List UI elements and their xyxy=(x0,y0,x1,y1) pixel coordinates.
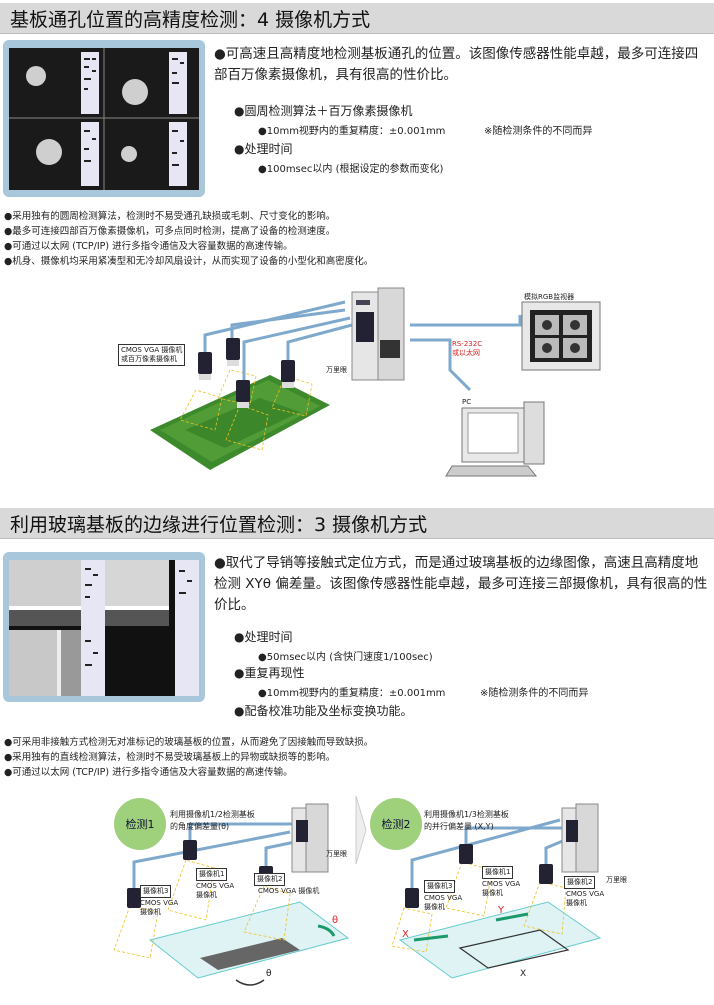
detect2-desc-1: 利用摄像机1/3检测基板 xyxy=(424,810,509,819)
cameras xyxy=(198,338,295,402)
s1-bullet-1: ●采用独有的圆周检测算法，检测时不易受通孔缺损或毛刺、尺寸变化的影响。 xyxy=(4,211,336,222)
hole-3 xyxy=(36,139,62,165)
detect1-cam2-type: CMOS VGA 摄像机 xyxy=(258,887,320,895)
s2-feature-calibration: ●配备校准功能及坐标变换功能。 xyxy=(234,704,413,718)
camera-2 xyxy=(226,338,240,360)
hole-detection-view xyxy=(9,48,199,190)
s1-feature-note: ※随检测条件的不同而异 xyxy=(484,126,593,137)
camera-1 xyxy=(198,352,212,374)
d1-theta-arrow xyxy=(317,924,336,937)
monitor-label: 模拟RGB监视器 xyxy=(524,293,575,301)
hole-4 xyxy=(121,146,137,162)
section2-header: 利用玻璃基板的边缘进行位置检测：3 摄像机方式 xyxy=(0,508,714,539)
detect2-cam2-type-1: CMOS VGA xyxy=(566,890,605,898)
pc-label: PC xyxy=(462,398,472,406)
detect2-controller-label: 万里眼 xyxy=(606,876,627,884)
glass-substrate-1 xyxy=(148,901,350,979)
detect1-cam3-type-2: 摄像机 xyxy=(140,908,161,916)
d2-camera-3 xyxy=(405,888,419,908)
detect1-badge: 检测1 xyxy=(114,798,166,850)
d2-camera-1 xyxy=(459,844,473,864)
s1-feature-time: ●处理时间 xyxy=(234,142,293,156)
section2-title: 利用玻璃基板的边缘进行位置检测：3 摄像机方式 xyxy=(10,514,428,536)
controller-label: 万里眼 xyxy=(326,366,347,374)
detect2-cam2-label: 摄像机2 xyxy=(564,876,596,889)
camera-3 xyxy=(236,380,250,402)
camera-4 xyxy=(281,360,295,382)
camera-fov-lines xyxy=(179,369,313,451)
s1-bullet-3: ●可通过以太网 (TCP/IP) 进行多指令通信及大容量数据的高速传输。 xyxy=(4,241,293,252)
rgb-monitor xyxy=(521,301,601,371)
link-label-2: 或以太网 xyxy=(452,349,480,357)
s1-feature-accuracy: ●10mm视野内的重复精度：±0.001mm xyxy=(258,126,446,137)
result-panel-4 xyxy=(169,122,187,186)
link-label-1: RS-232C xyxy=(452,340,483,348)
detect2-cam1-label: 摄像机1 xyxy=(482,866,514,879)
s2-feature-repeatability: ●重复再现性 xyxy=(234,666,305,680)
s2-feature-note: ※随检测条件的不同而异 xyxy=(480,688,589,699)
edge-detection-screenshot xyxy=(3,552,205,702)
detect1-desc-1: 利用摄像机1/2检测基板 xyxy=(170,810,255,819)
d2-camera-2 xyxy=(539,864,553,884)
substrate-1 xyxy=(200,938,300,970)
d2-controller xyxy=(561,803,599,873)
controller-unit xyxy=(351,287,405,381)
section2-lead: ●取代了导销等接触式定位方式，而是通过玻璃基板的边缘图像，高速且高精度地检测 X… xyxy=(214,555,708,613)
detect2-cam3-label: 摄像机3 xyxy=(424,880,456,893)
s2-feature-time: ●处理时间 xyxy=(234,630,293,644)
edge-detection-view xyxy=(9,560,199,696)
d1-controller xyxy=(291,803,329,873)
detect2-cam2-type-2: 摄像机 xyxy=(566,899,587,907)
detect1-cam1-type-2: 摄像机 xyxy=(196,891,217,899)
hole-1 xyxy=(26,66,46,86)
d2-xy-arrows xyxy=(413,912,529,942)
detect1-theta: θ xyxy=(332,915,339,926)
d1-camera-3 xyxy=(127,888,141,908)
section1-title: 基板通孔位置的高精度检测：4 摄像机方式 xyxy=(10,9,371,31)
system-diagram-1 xyxy=(150,287,601,477)
s2-feature-time-value: ●50msec以内 (含快门速度1/100sec) xyxy=(258,652,433,663)
s2-bullet-3: ●可通过以太网 (TCP/IP) 进行多指令通信及大容量数据的高速传输。 xyxy=(4,767,293,778)
detect1-cam2-label: 摄像机2 xyxy=(254,873,286,886)
camera-cables xyxy=(203,300,522,392)
pc xyxy=(445,401,545,477)
section1-header: 基板通孔位置的高精度检测：4 摄像机方式 xyxy=(0,3,714,34)
detect2-desc-2: 的并行偏差量 (X,Y) xyxy=(424,822,494,831)
section1-lead: ●可高速且高精度地检测基板通孔的位置。该图像传感器性能卓越，最多可连接四部百万像… xyxy=(214,46,699,83)
detect1-theta-bottom: θ xyxy=(266,969,272,979)
detect2-x-bottom: X xyxy=(520,969,527,979)
hole-detection-screenshot xyxy=(3,40,205,197)
detect1-controller-label: 万里眼 xyxy=(326,850,347,858)
detect1-cam1-type-1: CMOS VGA xyxy=(196,882,235,890)
hole-detection-screen xyxy=(9,48,199,190)
glass-substrate-2 xyxy=(398,901,602,979)
hole-2 xyxy=(122,79,148,105)
s2-bullet-1: ●可采用非接触方式检测无对准标记的玻璃基板的位置，从而避免了因接触而导致缺损。 xyxy=(4,737,374,748)
detect2-cam3-type-1: CMOS VGA xyxy=(424,894,463,902)
camera-label-box: CMOS VGA 摄像机 或百万像素摄像机 xyxy=(118,344,186,366)
d1-camera-1 xyxy=(183,840,197,860)
system-diagram-2 xyxy=(113,795,602,986)
detect2-cam3-type-2: 摄像机 xyxy=(424,903,445,911)
detect2-y: Y xyxy=(498,905,505,916)
result-panel-1 xyxy=(81,52,99,114)
s1-bullet-2: ●最多可连接四部百万像素摄像机，可多点同时检测，提高了设备的检测速度。 xyxy=(4,226,336,237)
detect1-cam3-label: 摄像机3 xyxy=(140,885,172,898)
detect2-x: X xyxy=(402,929,409,940)
detect2-badge: 检测2 xyxy=(370,798,422,850)
detect1-desc-2: 的角度偏差量(θ) xyxy=(170,822,230,831)
s1-feature-time-value: ●100msec以内 (根据设定的参数而变化) xyxy=(258,164,444,175)
edge-detection-screen xyxy=(9,560,199,696)
s1-feature-algorithm: ●圆周检测算法＋百万像素摄像机 xyxy=(234,104,413,118)
s2-bullet-2: ●采用独有的直线检测算法，检测时不易受玻璃基板上的异物或缺损等的影响。 xyxy=(4,752,336,763)
detect1-cam1-label: 摄像机1 xyxy=(196,868,228,881)
s2-feature-accuracy: ●10mm视野内的重复精度：±0.001mm xyxy=(258,688,446,699)
s1-bullet-4: ●机身、摄像机均采用紧凑型和无冷却风扇设计，从而实现了设备的小型化和高密度化。 xyxy=(4,256,374,267)
detect1-cam3-type-1: CMOS VGA xyxy=(140,899,179,907)
detect2-cam1-type-1: CMOS VGA xyxy=(482,880,521,888)
detect2-cam1-type-2: 摄像机 xyxy=(482,889,503,897)
